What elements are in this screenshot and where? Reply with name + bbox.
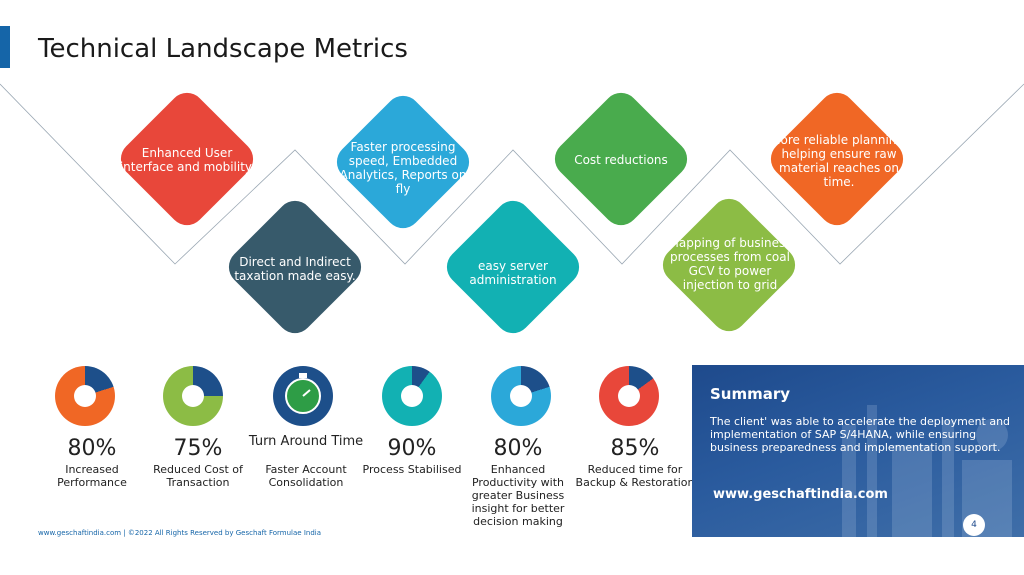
donut-chart-cost	[163, 366, 223, 426]
donut-chart-productivity	[491, 366, 551, 426]
metric-value: 75%	[173, 436, 223, 461]
donut-chart-backup	[599, 366, 659, 426]
donut-chart-performance	[55, 366, 115, 426]
diamond-label: Faster processing speed, Embedded Analyt…	[339, 140, 467, 196]
metric-value: 80%	[67, 436, 117, 461]
footer-copyright: www.geschaftindia.com | ©2022 All Rights…	[38, 529, 322, 537]
diamond-label: Cost reductions	[574, 153, 668, 167]
metric-label: Faster Account Consolidation	[265, 463, 347, 489]
metric-label: Process Stabilised	[362, 463, 462, 476]
stopwatch-icon	[273, 366, 333, 426]
page-number: 4	[963, 514, 985, 536]
metric-label: Increased Performance	[57, 463, 127, 489]
diamond-label: Mapping of business processes from coal …	[668, 236, 792, 292]
title-accent-bar	[0, 26, 10, 68]
summary-heading: Summary	[710, 385, 791, 403]
diamond-label: Enhanced User interface and mobility.	[119, 146, 255, 174]
donut-chart-process	[382, 366, 442, 426]
page-title: Technical Landscape Metrics	[38, 34, 408, 64]
metric-label: Reduced time for Backup & Restoration	[575, 463, 695, 489]
metric-value: Turn Around Time	[248, 434, 364, 449]
metric-label: Reduced Cost of Transaction	[153, 463, 243, 489]
industrial-background-image	[842, 405, 1012, 537]
summary-panel: Summary The client' was able to accelera…	[692, 365, 1024, 537]
summary-text: The client' was able to accelerate the d…	[710, 415, 1011, 454]
metric-value: 80%	[493, 436, 543, 461]
metric-value: 85%	[610, 436, 660, 461]
summary-website-link[interactable]: www.geschaftindia.com	[713, 487, 888, 502]
diamond-label: Direct and Indirect taxation made easy.	[234, 255, 356, 283]
metric-label: Enhanced Productivity with greater Busin…	[471, 463, 565, 528]
metric-value: 90%	[387, 436, 437, 461]
diamond-label: easy server administration	[469, 259, 557, 287]
diamond-label: More reliable planning, helping ensure r…	[770, 133, 908, 189]
